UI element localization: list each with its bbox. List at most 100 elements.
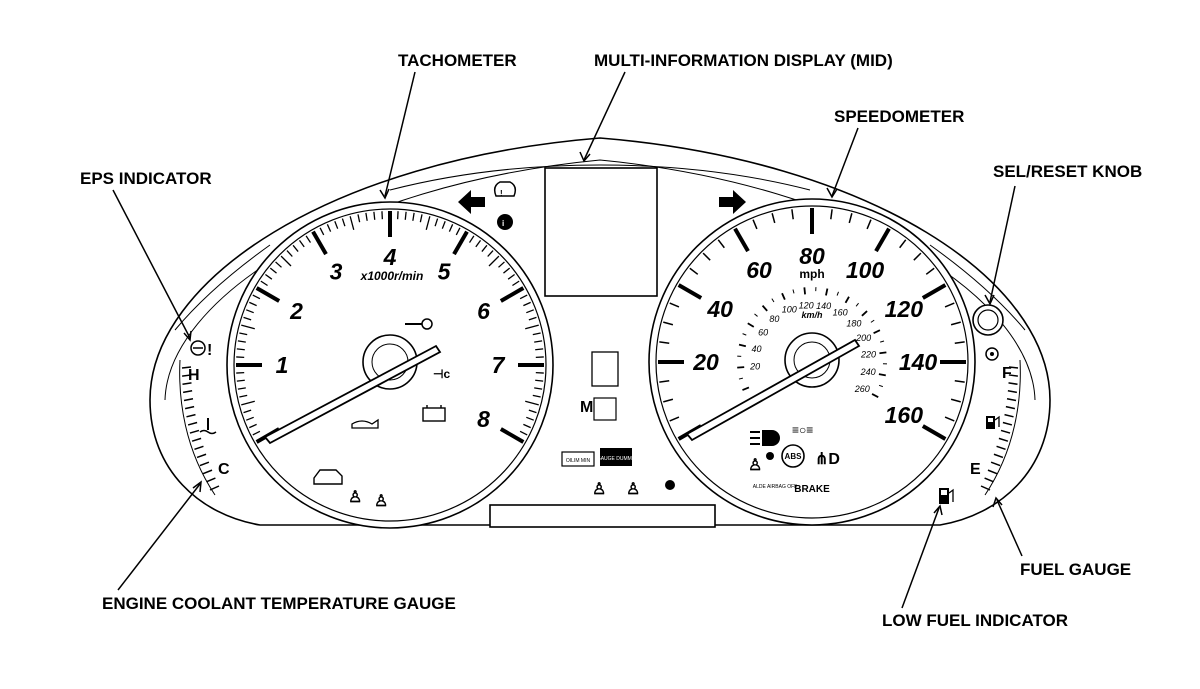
kmh-tick bbox=[861, 310, 868, 317]
seatbelt-icon: ♙ ♙ bbox=[348, 489, 388, 510]
tach-minor-tick bbox=[334, 220, 339, 229]
fuel-tick bbox=[980, 485, 991, 491]
speed-minor-tick bbox=[950, 398, 961, 403]
kmh-tick bbox=[771, 298, 775, 303]
tach-minor-tick bbox=[260, 280, 268, 287]
tach-number: 2 bbox=[289, 298, 303, 324]
mph-number: 120 bbox=[885, 296, 924, 322]
tach-minor-tick bbox=[236, 348, 245, 351]
temp-hot-label: H bbox=[188, 367, 200, 384]
fuel-tick bbox=[1008, 374, 1018, 377]
tach-needle bbox=[263, 344, 442, 445]
fuel-tick bbox=[987, 469, 998, 475]
speed-minor-tick bbox=[663, 398, 674, 403]
speed-minor-tick bbox=[899, 239, 907, 249]
kmh-number: 160 bbox=[833, 307, 848, 317]
kmh-tick bbox=[761, 305, 768, 312]
kmh-tick bbox=[754, 313, 758, 317]
label-sel-reset: SEL/RESET KNOB bbox=[993, 162, 1142, 181]
passenger-icon: ♙ bbox=[626, 481, 640, 498]
mph-number: 60 bbox=[746, 257, 772, 283]
tach-minor-tick bbox=[280, 255, 292, 267]
airbag-icon: ♙ bbox=[748, 452, 774, 474]
tach-minor-tick bbox=[349, 216, 355, 230]
tach-minor-tick bbox=[252, 430, 261, 436]
mph-number: 20 bbox=[692, 349, 719, 375]
fuel-tick bbox=[1002, 421, 1013, 426]
tach-minor-tick bbox=[528, 409, 537, 414]
multi-information-display bbox=[544, 167, 658, 297]
kmh-tick bbox=[878, 384, 884, 388]
kmh-number: 40 bbox=[752, 344, 762, 354]
temp-tick bbox=[181, 366, 192, 369]
tach-minor-tick bbox=[519, 294, 528, 300]
airbag-off-label: ALDE AIRBAG OFF bbox=[753, 484, 797, 490]
speed-minor-tick bbox=[669, 302, 680, 308]
tach-minor-tick bbox=[243, 316, 252, 321]
speed-minor-tick bbox=[669, 416, 680, 422]
fuel-empty-label: E bbox=[970, 461, 981, 478]
sel-reset-knob[interactable] bbox=[972, 304, 1004, 336]
right-turn-arrow-icon bbox=[719, 190, 746, 214]
center-indicators: ! i M OILIM MIN GAUGE DUMMY ♙ ♙ bbox=[458, 181, 746, 498]
label-coolant: ENGINE COOLANT TEMPERATURE GAUGE bbox=[102, 594, 456, 613]
kmh-tick bbox=[737, 366, 745, 369]
speed-minor-tick bbox=[663, 321, 674, 326]
tach-minor-tick bbox=[239, 394, 248, 398]
dot-indicator-icon bbox=[665, 480, 675, 490]
tach-minor-tick bbox=[498, 261, 505, 268]
tach-minor-tick bbox=[526, 309, 535, 314]
tach-minor-tick bbox=[503, 267, 511, 274]
speed-minor-tick bbox=[771, 213, 776, 224]
speed-needle bbox=[685, 338, 861, 442]
headlight-icon bbox=[750, 430, 780, 446]
tach-major-tick bbox=[499, 286, 525, 303]
tach-number: 1 bbox=[276, 352, 289, 378]
tach-minor-tick bbox=[523, 301, 531, 307]
info-icon: i bbox=[497, 214, 513, 230]
svg-text:ABS: ABS bbox=[785, 452, 803, 461]
tach-minor-tick bbox=[275, 261, 282, 268]
tach-minor-tick bbox=[365, 212, 368, 221]
temp-tick bbox=[182, 390, 193, 394]
tach-minor-tick bbox=[534, 387, 543, 390]
speed-minor-tick bbox=[954, 341, 965, 344]
fuel-tick bbox=[1007, 390, 1018, 394]
mph-number: 160 bbox=[885, 402, 924, 428]
tach-minor-tick bbox=[468, 235, 475, 243]
speed-minor-tick bbox=[659, 380, 670, 383]
svg-text:!: ! bbox=[500, 189, 503, 198]
tach-minor-tick bbox=[252, 294, 261, 300]
tach-minor-tick bbox=[341, 218, 346, 227]
airbag-person-icon: ♙ bbox=[592, 481, 606, 498]
svg-text:⊣c: ⊣c bbox=[433, 367, 450, 381]
tach-minor-tick bbox=[245, 309, 254, 314]
fuel-tick bbox=[984, 477, 994, 483]
abs-icon: ABS bbox=[781, 444, 805, 468]
label-mid: MULTI-INFORMATION DISPLAY (MID) bbox=[594, 51, 893, 70]
temperature-gauge: H C ! bbox=[179, 340, 230, 496]
speed-minor-tick bbox=[702, 252, 711, 261]
tach-number: 4 bbox=[383, 244, 397, 270]
speed-major-tick bbox=[874, 227, 891, 253]
speed-minor-tick bbox=[950, 321, 961, 326]
kmh-tick bbox=[738, 343, 747, 348]
svg-text:i: i bbox=[502, 219, 504, 228]
kmh-tick bbox=[855, 302, 859, 307]
temp-tick bbox=[209, 485, 220, 491]
tach-unit-label: x1000r/min bbox=[360, 269, 424, 283]
tach-minor-tick bbox=[528, 316, 537, 321]
key-icon bbox=[405, 318, 433, 330]
kmh-number: 260 bbox=[854, 384, 870, 394]
kmh-tick bbox=[878, 373, 886, 377]
tach-minor-tick bbox=[373, 211, 376, 220]
tach-minor-tick bbox=[526, 416, 535, 421]
tpms-icon: ! bbox=[493, 181, 517, 198]
temp-cold-label: C bbox=[218, 461, 230, 478]
tach-minor-tick bbox=[419, 214, 423, 223]
tach-minor-tick bbox=[475, 240, 482, 248]
tach-number: 6 bbox=[477, 298, 490, 324]
kmh-tick bbox=[871, 393, 879, 399]
label-speedometer: SPEEDOMETER bbox=[834, 107, 964, 126]
tach-number: 3 bbox=[330, 258, 343, 284]
